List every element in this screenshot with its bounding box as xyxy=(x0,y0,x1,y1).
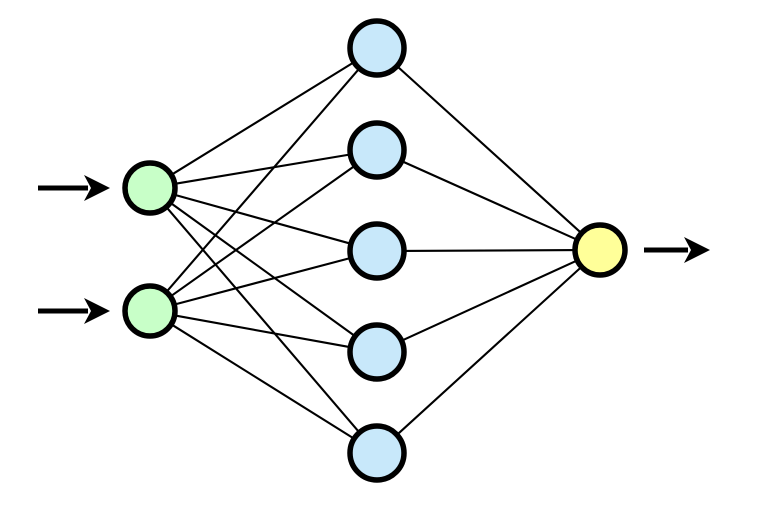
connection-edge xyxy=(398,258,581,343)
connection-edge xyxy=(171,314,354,349)
neuron-node-h2[interactable] xyxy=(347,120,407,180)
neuron-nodes-group xyxy=(122,18,628,483)
out-arrow-1-head xyxy=(684,237,710,263)
neuron-node-o1[interactable] xyxy=(572,222,628,278)
neuron-node-h3[interactable] xyxy=(347,221,407,281)
connection-edge xyxy=(171,256,354,307)
connection-edge xyxy=(168,60,357,177)
connection-edge xyxy=(398,159,581,242)
connection-edge xyxy=(400,249,579,252)
connection-edge xyxy=(394,264,585,438)
neuron-node-h4[interactable] xyxy=(347,322,407,382)
in-arrow-2-head xyxy=(84,298,110,324)
connection-edge xyxy=(163,204,362,436)
connection-edges-group xyxy=(163,60,585,441)
connection-edge xyxy=(163,65,362,295)
connection-edge xyxy=(167,163,358,299)
connection-edge xyxy=(394,63,585,236)
connection-edge xyxy=(171,193,354,246)
connection-edge xyxy=(167,200,358,339)
neuron-node-i2[interactable] xyxy=(122,283,178,339)
connection-edge xyxy=(171,153,354,186)
in-arrow-1-head xyxy=(84,175,110,201)
neuron-node-i1[interactable] xyxy=(122,160,178,216)
neuron-node-h5[interactable] xyxy=(347,423,407,483)
connection-edge xyxy=(168,322,357,441)
neuron-node-h1[interactable] xyxy=(347,18,407,78)
signal-arrows-group xyxy=(38,175,710,324)
